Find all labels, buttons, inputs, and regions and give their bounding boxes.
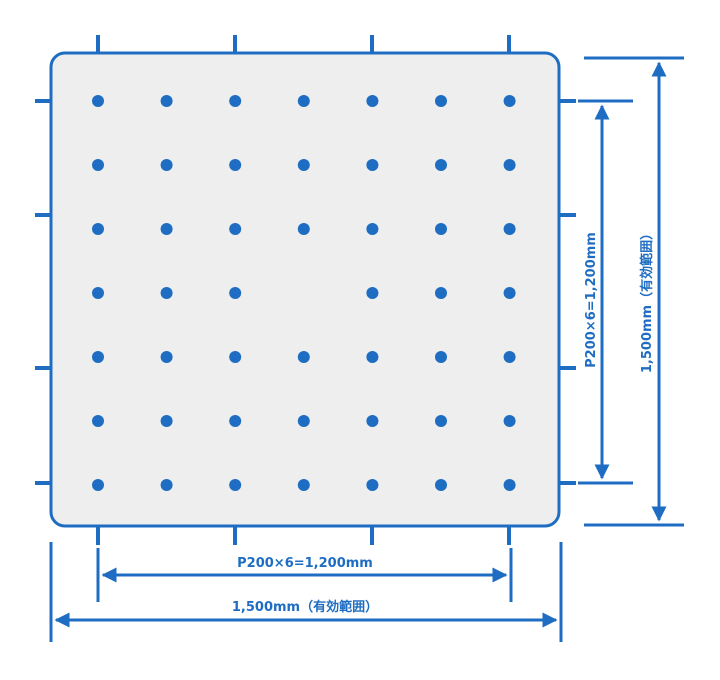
hole-r5-c6 bbox=[435, 351, 447, 363]
hole-r3-c6 bbox=[435, 223, 447, 235]
hole-r4-c5 bbox=[366, 287, 379, 299]
hole-r6-c5 bbox=[366, 415, 379, 427]
hole-r7-c6 bbox=[435, 479, 447, 491]
hole-grid bbox=[92, 95, 516, 491]
hole-r7-c2 bbox=[160, 479, 173, 491]
hole-r3-c3 bbox=[229, 223, 242, 235]
hole-r5-c4 bbox=[297, 351, 310, 363]
pitch-horizontal-label: P200×6=1,200mm bbox=[237, 556, 373, 571]
hole-r4-c7 bbox=[503, 287, 516, 299]
hole-r4-c2 bbox=[160, 287, 173, 299]
hole-r2-c5 bbox=[366, 159, 379, 171]
bottom-edge-ticks bbox=[96, 526, 511, 545]
plate bbox=[49, 51, 561, 528]
hole-r3-c4 bbox=[297, 223, 310, 235]
top-edge-ticks bbox=[96, 35, 511, 53]
hole-r1-c4 bbox=[297, 95, 310, 107]
hole-r2-c4 bbox=[297, 159, 310, 171]
horizontal-dimensions bbox=[49, 542, 563, 642]
hole-r5-c1 bbox=[92, 351, 104, 363]
hole-r5-c5 bbox=[366, 351, 379, 363]
hole-r2-c2 bbox=[160, 159, 173, 171]
hole-r1-c7 bbox=[503, 95, 516, 107]
hole-r3-c7 bbox=[503, 223, 516, 235]
hole-r2-c7 bbox=[503, 159, 516, 171]
pitch-vertical-label: P200×6=1,200mm bbox=[584, 232, 599, 368]
hole-r5-c2 bbox=[160, 351, 173, 363]
hole-r1-c2 bbox=[160, 95, 173, 107]
hole-r7-c4 bbox=[297, 479, 310, 491]
vertical-dimensions bbox=[578, 56, 684, 527]
hole-r5-c3 bbox=[229, 351, 242, 363]
left-edge-ticks bbox=[35, 99, 51, 485]
hole-r3-c1 bbox=[92, 223, 104, 235]
hole-r6-c6 bbox=[435, 415, 447, 427]
right-edge-ticks bbox=[559, 99, 576, 485]
hole-r7-c5 bbox=[366, 479, 379, 491]
hole-r1-c5 bbox=[366, 95, 379, 107]
hole-r6-c4 bbox=[297, 415, 310, 427]
hole-r5-c7 bbox=[503, 351, 516, 363]
hole-r4-c6 bbox=[435, 287, 447, 299]
hole-r2-c1 bbox=[92, 159, 104, 171]
hole-r4-c1 bbox=[92, 287, 104, 299]
hole-r3-c2 bbox=[160, 223, 173, 235]
hole-r1-c6 bbox=[435, 95, 447, 107]
overall-horizontal-label: 1,500mm（有効範囲） bbox=[232, 599, 378, 615]
hole-r3-c5 bbox=[366, 223, 379, 235]
hole-r2-c3 bbox=[229, 159, 242, 171]
hole-r7-c1 bbox=[92, 479, 104, 491]
hole-r4-c3 bbox=[229, 287, 242, 299]
hole-r1-c1 bbox=[92, 95, 104, 107]
hole-r2-c6 bbox=[435, 159, 447, 171]
hole-r6-c2 bbox=[160, 415, 173, 427]
overall-vertical-label: 1,500mm（有効範囲） bbox=[639, 227, 655, 373]
hole-r7-c3 bbox=[229, 479, 242, 491]
hole-r1-c3 bbox=[229, 95, 242, 107]
hole-r6-c3 bbox=[229, 415, 242, 427]
hole-r6-c1 bbox=[92, 415, 104, 427]
hole-r6-c7 bbox=[503, 415, 516, 427]
hole-r7-c7 bbox=[503, 479, 516, 491]
